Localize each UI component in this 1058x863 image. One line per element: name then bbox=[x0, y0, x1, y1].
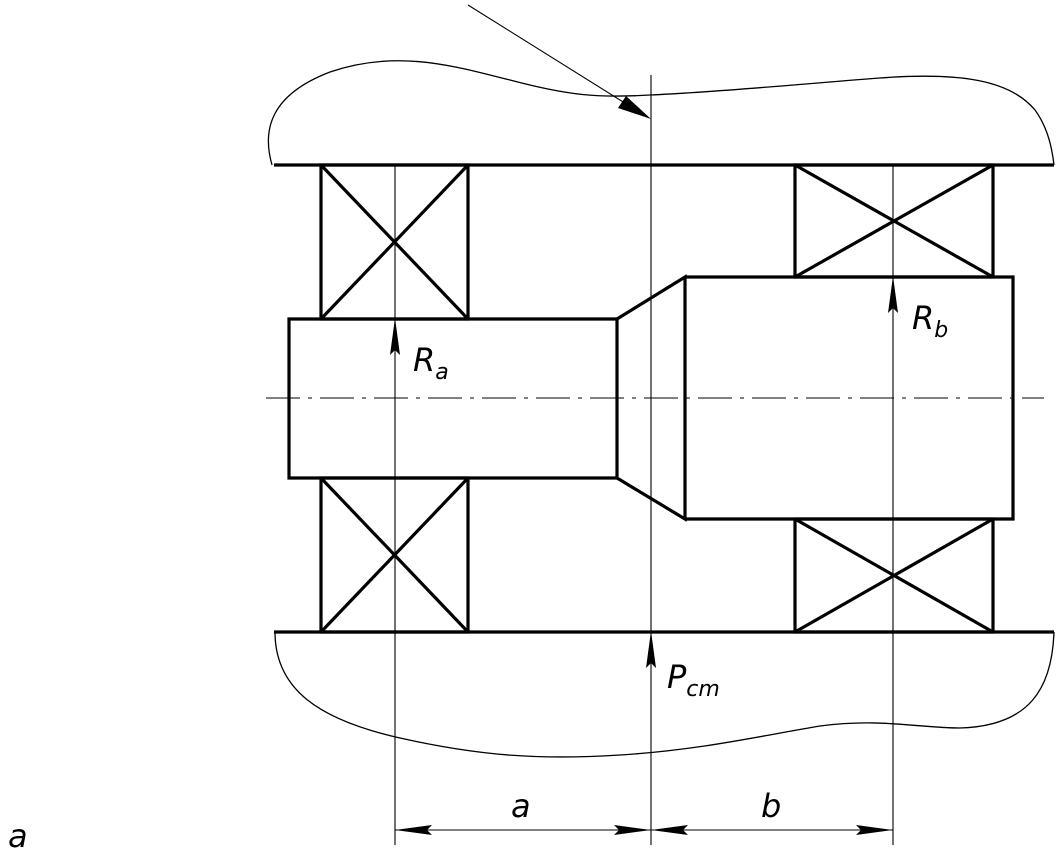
reaction-a-arrow bbox=[390, 318, 400, 355]
force-label: Pcm bbox=[667, 658, 720, 702]
reaction-b-label: Rb bbox=[912, 299, 948, 343]
bearing-right-lower bbox=[793, 517, 995, 634]
leader-arrow bbox=[467, 4, 651, 119]
dimension-b bbox=[651, 825, 893, 835]
dimension-b-label: b bbox=[761, 787, 781, 825]
reaction-a-label: Ra bbox=[413, 341, 449, 385]
housing-bottom-break-line bbox=[274, 631, 1055, 758]
dimension-a-label: a bbox=[511, 787, 531, 825]
figure-label: a bbox=[8, 817, 28, 855]
housing-top-break-line bbox=[267, 60, 1055, 166]
reaction-b-arrow bbox=[888, 276, 898, 313]
dimension-a bbox=[395, 825, 651, 835]
bearing-right-upper bbox=[793, 163, 995, 279]
force-arrow bbox=[646, 631, 656, 668]
